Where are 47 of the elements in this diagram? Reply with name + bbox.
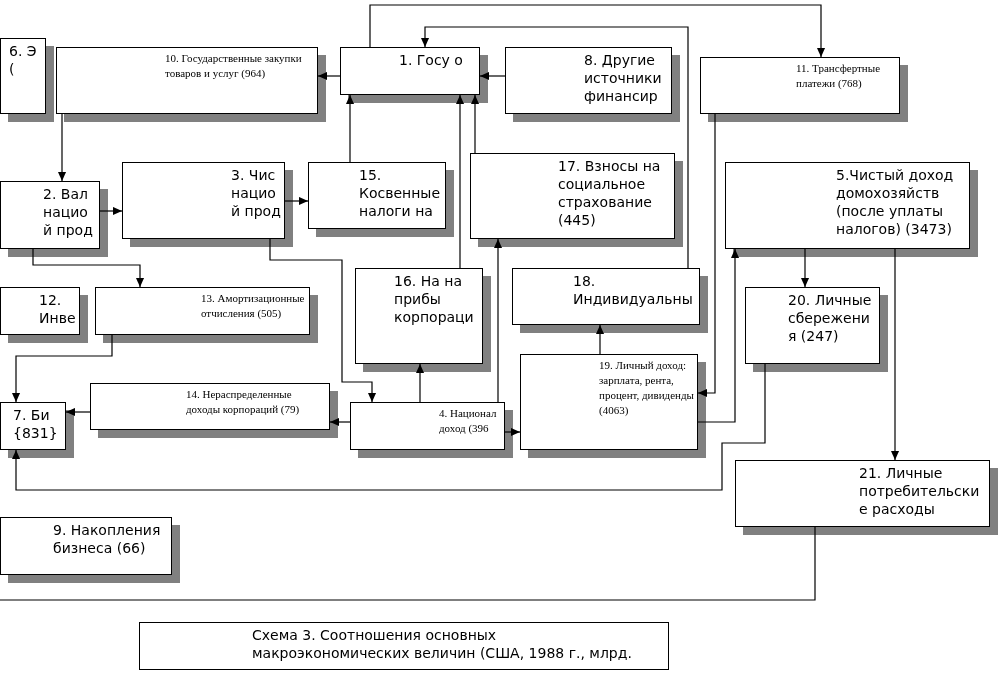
label-text: 20. Личные сбережени я (247)	[788, 291, 873, 345]
label-text: 14. Нераспределенные доходы корпораций (79)	[186, 387, 301, 417]
connector-arrow	[65, 407, 91, 417]
connector-arrow	[317, 71, 341, 81]
connector-arrow	[369, 4, 826, 58]
connector-arrow	[284, 196, 309, 206]
connector-arrow	[890, 248, 900, 461]
caption-text: Схема 3. Соотношения основных макроэкономических величин (США, 1988 г., млрд.	[252, 626, 633, 662]
connector-arrow	[99, 206, 123, 216]
connector-arrow	[415, 363, 425, 403]
label-text: 2. Вал нацио й прод	[43, 185, 94, 239]
label-text: 13. Амортизационные отчисления (505)	[201, 291, 306, 321]
connector-arrow	[455, 94, 465, 269]
connector-arrow	[504, 427, 521, 437]
label-text: 16. На на прибы корпораци	[394, 272, 475, 326]
connector-arrow	[493, 238, 503, 403]
label-text: 1. Госу о	[399, 51, 463, 69]
connector-arrow	[57, 113, 67, 182]
connector-arrow	[420, 26, 689, 269]
label-text: 9. Накопления бизнеса (66)	[53, 521, 162, 557]
label-text: 6. Э (	[9, 42, 38, 78]
label-text: 11. Трансфертные платежи (768)	[796, 61, 881, 91]
connector-arrow	[345, 94, 355, 163]
label-text: 5.Чистый доход домохозяйств (после уплаты налогов) (3473)	[836, 166, 955, 238]
connector-arrow	[11, 363, 766, 491]
connector-arrow	[11, 334, 113, 403]
label-text: 12. Инве	[39, 291, 77, 327]
label-text: 4. Национал доход (396	[439, 406, 498, 436]
connector-line	[0, 526, 816, 601]
connector-arrow	[32, 248, 145, 288]
label-text: 7. Би {831}	[13, 406, 59, 442]
label-text: 3. Чис нацио й прод	[231, 166, 282, 220]
connector-arrow	[269, 238, 377, 403]
label-text: 21. Личные потребительски е расходы	[859, 464, 981, 518]
label-text: 18. Индивидуальны	[573, 272, 694, 308]
label-text: 17. Взносы на социальное страхование (445)	[558, 157, 662, 229]
label-text: 19. Личный доход: зарплата, рента, процент, дивиденды (4063)	[599, 358, 695, 418]
label-text: 15. Косвенные налоги на	[359, 166, 442, 220]
connector-arrow	[479, 71, 506, 81]
label-text: 8. Другие источники финансир	[584, 51, 663, 105]
connector-arrow	[470, 94, 480, 154]
connector-arrow	[697, 113, 716, 398]
connector-arrow	[697, 248, 740, 423]
connector-arrow	[800, 248, 810, 288]
connector-arrow	[595, 324, 605, 355]
label-text: 10. Государственные закупки товаров и услуг (964)	[165, 51, 303, 81]
connector-arrow	[329, 417, 351, 427]
